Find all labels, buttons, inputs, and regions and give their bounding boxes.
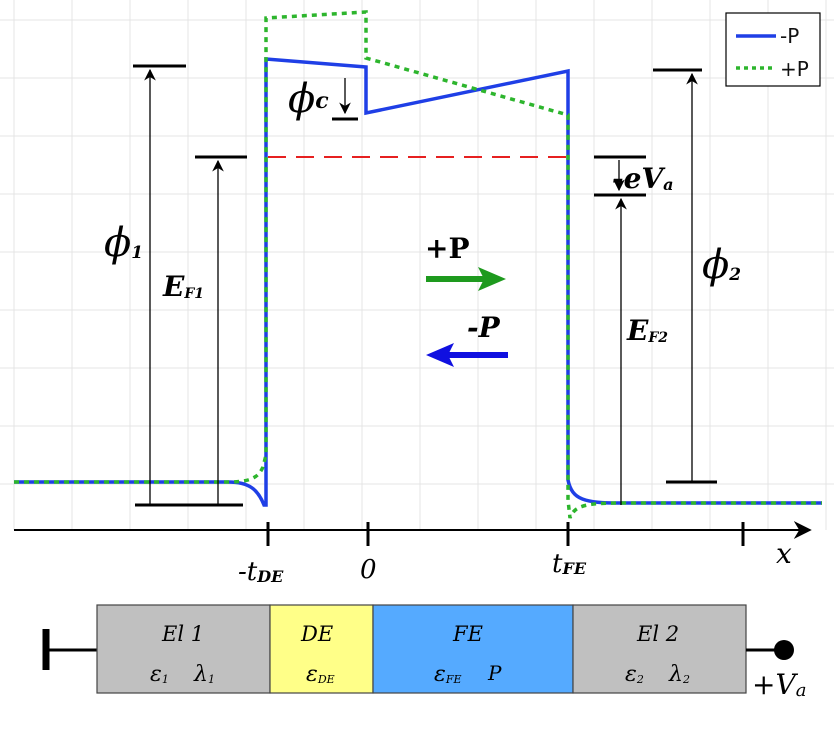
legend-label-plus-p: +P xyxy=(780,57,809,81)
layer-el2-eps: ε2 xyxy=(625,662,644,687)
plus-p-arrow xyxy=(426,267,506,291)
potential-curve-minus-p xyxy=(14,57,822,507)
ef2-label: EF2 xyxy=(626,314,668,347)
potential-curve-plus-p xyxy=(14,10,822,519)
tick-label-tfe: tFE xyxy=(552,549,587,579)
layer-el1-title: El 1 xyxy=(161,622,204,646)
layer-el1 xyxy=(96,604,271,694)
layer-el1-lambda: λ1 xyxy=(193,662,215,687)
layer-fe-eps: εFE xyxy=(434,662,461,687)
layer-fe-title: FE xyxy=(452,622,483,646)
phi2-indicator xyxy=(653,68,717,484)
voltage-terminal xyxy=(774,640,794,660)
plus-p-arrow-label: +P xyxy=(425,232,470,265)
phi1-indicator xyxy=(133,64,243,507)
phic-indicator xyxy=(332,78,358,121)
layer-fe xyxy=(372,604,574,694)
minus-p-arrow xyxy=(426,343,508,367)
phi2-label: ϕ2 xyxy=(702,242,741,288)
tick-label-zero: 0 xyxy=(360,555,377,585)
phi1-label: ϕ1 xyxy=(104,220,143,266)
background-grid xyxy=(0,0,834,530)
layer-de xyxy=(269,604,374,694)
device-stack: El 1 ε1 λ1 DE εDE FE εFE P El 2 ε2 λ2 +V… xyxy=(42,604,806,701)
x-axis-label: x xyxy=(776,537,792,570)
layer-de-eps: εDE xyxy=(306,662,335,687)
ef1-label: EF1 xyxy=(162,270,204,303)
ef1-indicator xyxy=(195,155,247,505)
eva-indicator xyxy=(594,155,646,197)
legend: -P +P xyxy=(725,12,821,87)
x-axis: x -tDE 0 tFE xyxy=(14,521,812,587)
layer-de-title: DE xyxy=(300,622,333,646)
layer-el2-title: El 2 xyxy=(636,622,679,646)
layer-el2-lambda: λ2 xyxy=(668,662,690,687)
phic-label: ϕc xyxy=(288,76,329,122)
eva-label: -eVa xyxy=(612,162,674,195)
minus-p-arrow-label: -P xyxy=(467,311,501,344)
legend-label-minus-p: -P xyxy=(780,24,799,48)
layer-el1-eps: ε1 xyxy=(150,662,169,687)
applied-voltage-label: +Va xyxy=(752,668,806,701)
layer-fe-polarization: P xyxy=(487,661,502,685)
layer-el2 xyxy=(572,604,747,694)
tick-label-minus-tde: -tDE xyxy=(238,557,284,587)
